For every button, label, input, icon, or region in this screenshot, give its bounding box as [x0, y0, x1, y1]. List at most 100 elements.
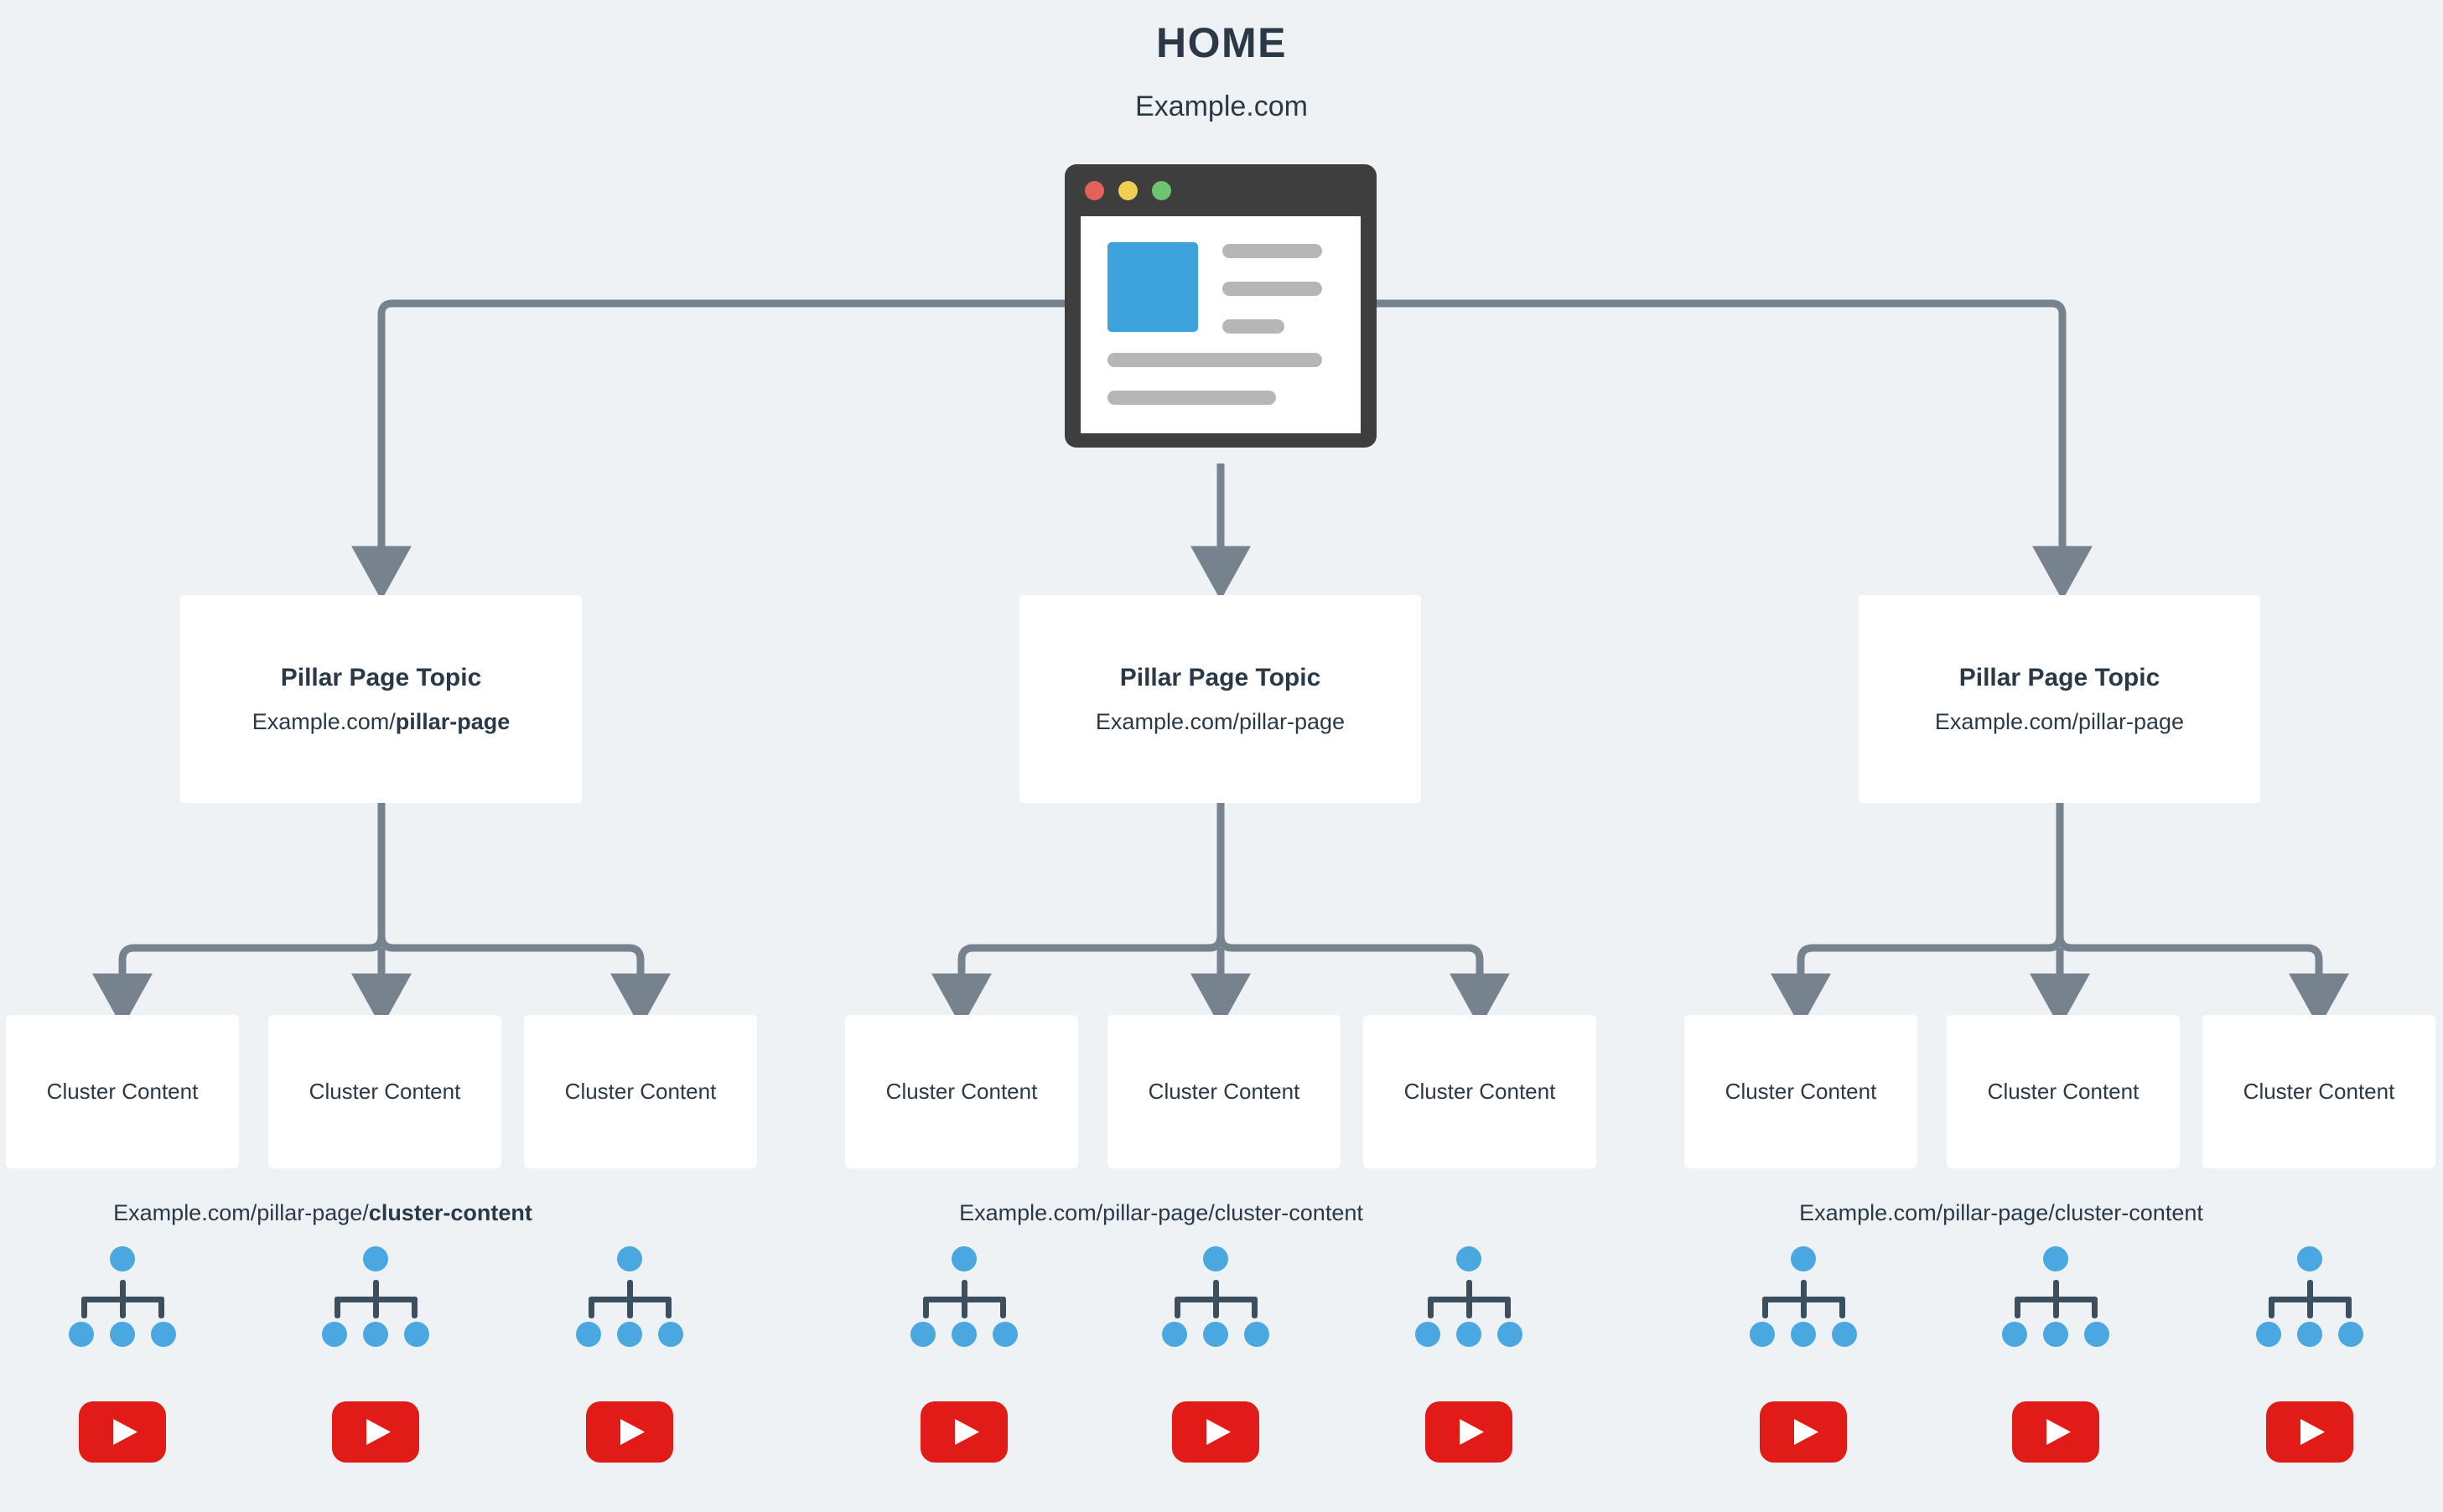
- cluster-content-label: Cluster Content: [46, 1079, 199, 1104]
- node-connector-stem: [1213, 1280, 1219, 1300]
- pillar-page-card-3[interactable]: Pillar Page Topic Example.com/pillar-pag…: [1859, 595, 2260, 803]
- pillar-url-prefix: Example.com/: [252, 708, 396, 734]
- node-dot-child: [2084, 1322, 2109, 1347]
- node-dot-child: [952, 1322, 977, 1347]
- caption-slug: cluster-content: [368, 1200, 532, 1225]
- youtube-play-icon[interactable]: [921, 1401, 1008, 1463]
- cluster-content-label: Cluster Content: [2243, 1079, 2395, 1104]
- text-line-placeholder: [1222, 282, 1322, 296]
- caption-prefix: Example.com/pillar-page/: [1799, 1200, 2055, 1225]
- home-page-browser-window[interactable]: [1065, 164, 1377, 448]
- node-dot-child: [910, 1322, 936, 1347]
- node-dot-child: [110, 1322, 135, 1347]
- cluster-content-label: Cluster Content: [1148, 1079, 1300, 1104]
- node-connector-drop: [1000, 1297, 1006, 1318]
- node-dot-child: [2297, 1322, 2322, 1347]
- sitemap-node-tree-icon: [910, 1246, 1019, 1347]
- node-dot-parent: [952, 1246, 977, 1271]
- pillar-url-slug: pillar-page: [2077, 708, 2185, 734]
- node-dot-child: [1497, 1322, 1522, 1347]
- node-dot-child: [658, 1322, 683, 1347]
- node-connector-drop: [2269, 1297, 2274, 1318]
- caption-prefix: Example.com/pillar-page/: [113, 1200, 369, 1225]
- node-dot-child: [322, 1322, 347, 1347]
- cluster-content-card[interactable]: Cluster Content: [845, 1015, 1078, 1168]
- caption-prefix: Example.com/pillar-page/: [959, 1200, 1215, 1225]
- node-dot-child: [2002, 1322, 2027, 1347]
- pillar-url-slug: pillar-page: [395, 708, 511, 734]
- node-connector-drop: [1252, 1297, 1258, 1318]
- youtube-play-icon[interactable]: [79, 1401, 166, 1463]
- cluster-content-card[interactable]: Cluster Content: [1363, 1015, 1596, 1168]
- node-connector-drop: [1466, 1297, 1472, 1318]
- cluster-content-card[interactable]: Cluster Content: [268, 1015, 501, 1168]
- minimize-dot-yellow-icon[interactable]: [1118, 180, 1138, 200]
- node-connector-drop: [627, 1297, 633, 1318]
- node-dot-child: [1415, 1322, 1440, 1347]
- node-connector-drop: [2092, 1297, 2098, 1318]
- node-connector-drop: [81, 1297, 87, 1318]
- cluster-group-url-caption-3: Example.com/pillar-page/cluster-content: [1678, 1200, 2324, 1226]
- node-dot-child: [69, 1322, 94, 1347]
- sitemap-node-tree-icon: [2255, 1246, 2364, 1347]
- node-connector-drop: [1801, 1297, 1807, 1318]
- cluster-content-label: Cluster Content: [564, 1079, 717, 1104]
- node-dot-child: [404, 1322, 429, 1347]
- cluster-group-url-caption-2: Example.com/pillar-page/cluster-content: [838, 1200, 1484, 1226]
- text-line-placeholder: [1107, 353, 1322, 367]
- cluster-content-card[interactable]: Cluster Content: [2202, 1015, 2435, 1168]
- cluster-content-card[interactable]: Cluster Content: [6, 1015, 239, 1168]
- cluster-group-url-caption-1: Example.com/pillar-page/cluster-content: [0, 1200, 646, 1226]
- node-connector-drop: [1213, 1297, 1219, 1318]
- browser-title-bar: [1065, 164, 1377, 216]
- cluster-content-card[interactable]: Cluster Content: [1947, 1015, 2180, 1168]
- node-connector-drop: [666, 1297, 672, 1318]
- youtube-play-icon[interactable]: [586, 1401, 673, 1463]
- cluster-content-label: Cluster Content: [309, 1079, 461, 1104]
- node-connector-stem: [1466, 1280, 1472, 1300]
- node-dot-child: [1456, 1322, 1481, 1347]
- node-dot-parent: [2297, 1246, 2322, 1271]
- sitemap-node-tree-icon: [68, 1246, 177, 1347]
- maximize-dot-green-icon[interactable]: [1152, 180, 1171, 200]
- cluster-content-card[interactable]: Cluster Content: [1684, 1015, 1917, 1168]
- node-connector-stem: [2307, 1280, 2313, 1300]
- node-connector-stem: [1801, 1280, 1807, 1300]
- close-dot-red-icon[interactable]: [1085, 180, 1104, 200]
- node-dot-child: [1162, 1322, 1187, 1347]
- pillar-page-url: Example.com/pillar-page: [1096, 709, 1345, 735]
- youtube-play-icon[interactable]: [2266, 1401, 2353, 1463]
- node-dot-parent: [110, 1246, 135, 1271]
- sitemap-node-tree-icon: [1749, 1246, 1858, 1347]
- node-dot-parent: [2043, 1246, 2068, 1271]
- node-connector-drop: [2015, 1297, 2020, 1318]
- youtube-play-icon[interactable]: [1172, 1401, 1259, 1463]
- caption-slug: cluster-content: [1214, 1200, 1363, 1225]
- text-line-placeholder: [1222, 244, 1322, 258]
- pillar-page-card-2[interactable]: Pillar Page Topic Example.com/pillar-pag…: [1019, 595, 1421, 803]
- youtube-play-icon[interactable]: [332, 1401, 419, 1463]
- pillar-url-prefix: Example.com/: [1095, 708, 1239, 734]
- node-connector-drop: [923, 1297, 929, 1318]
- caption-slug: cluster-content: [2054, 1200, 2203, 1225]
- youtube-play-icon[interactable]: [1760, 1401, 1847, 1463]
- pillar-url-prefix: Example.com/: [1934, 708, 2078, 734]
- node-connector-stem: [627, 1280, 633, 1300]
- cluster-content-card[interactable]: Cluster Content: [524, 1015, 757, 1168]
- text-line-placeholder: [1107, 391, 1276, 405]
- node-connector-drop: [158, 1297, 164, 1318]
- node-dot-child: [1791, 1322, 1816, 1347]
- pillar-page-title: Pillar Page Topic: [280, 663, 482, 691]
- node-connector-stem: [373, 1280, 379, 1300]
- cluster-content-label: Cluster Content: [1725, 1079, 1877, 1104]
- text-line-placeholder: [1222, 319, 1284, 334]
- pillar-page-card-1[interactable]: Pillar Page Topic Example.com/pillar-pag…: [180, 595, 582, 803]
- youtube-play-icon[interactable]: [1425, 1401, 1512, 1463]
- node-dot-parent: [1203, 1246, 1228, 1271]
- node-dot-child: [2256, 1322, 2281, 1347]
- node-connector-stem: [962, 1280, 967, 1300]
- youtube-play-icon[interactable]: [2012, 1401, 2099, 1463]
- sitemap-node-tree-icon: [1161, 1246, 1270, 1347]
- cluster-content-card[interactable]: Cluster Content: [1107, 1015, 1341, 1168]
